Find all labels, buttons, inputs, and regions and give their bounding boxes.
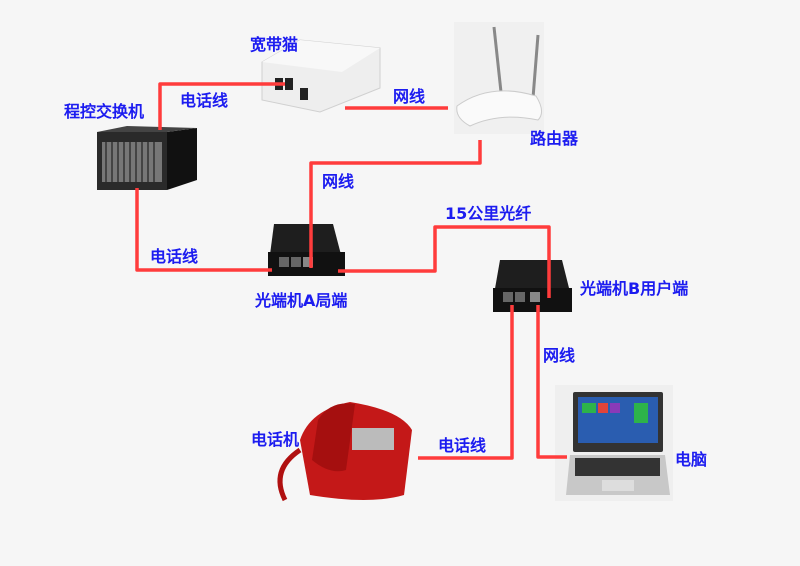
label-router: 路由器 bbox=[530, 129, 579, 148]
telephone-device bbox=[277, 402, 412, 502]
laptop-device bbox=[555, 385, 673, 501]
label-link-modem-router: 网线 bbox=[393, 87, 426, 106]
transceiver-b-device bbox=[493, 260, 572, 312]
line-transceiver-b-computer bbox=[536, 305, 567, 459]
modem-device bbox=[261, 39, 381, 113]
router-device bbox=[454, 22, 544, 134]
pbx-device bbox=[97, 126, 197, 190]
line-fiber bbox=[338, 225, 551, 298]
label-pbx: 程控交换机 bbox=[64, 102, 145, 121]
label-link-router-transceiver-a: 网线 bbox=[322, 172, 355, 191]
label-phone: 电话机 bbox=[251, 430, 300, 449]
label-modem: 宽带猫 bbox=[250, 35, 299, 54]
label-link-fiber: 15公里光纤 bbox=[445, 204, 532, 223]
transceiver-a-device bbox=[268, 224, 345, 276]
label-computer: 电脑 bbox=[675, 450, 708, 469]
label-link-pbx-modem: 电话线 bbox=[180, 91, 229, 110]
label-link-transceiver-b-phone: 电话线 bbox=[438, 436, 487, 455]
line-pbx-modem bbox=[158, 82, 285, 130]
label-transceiver-b: 光端机B用户端 bbox=[580, 279, 689, 298]
label-link-pbx-transceiver-a: 电话线 bbox=[150, 247, 199, 266]
line-router-transceiver-a bbox=[309, 140, 482, 268]
label-transceiver-a: 光端机A局端 bbox=[255, 291, 348, 310]
label-link-transceiver-b-computer: 网线 bbox=[543, 346, 576, 365]
line-pbx-transceiver-a bbox=[135, 188, 272, 272]
line-transceiver-b-phone bbox=[418, 305, 514, 460]
